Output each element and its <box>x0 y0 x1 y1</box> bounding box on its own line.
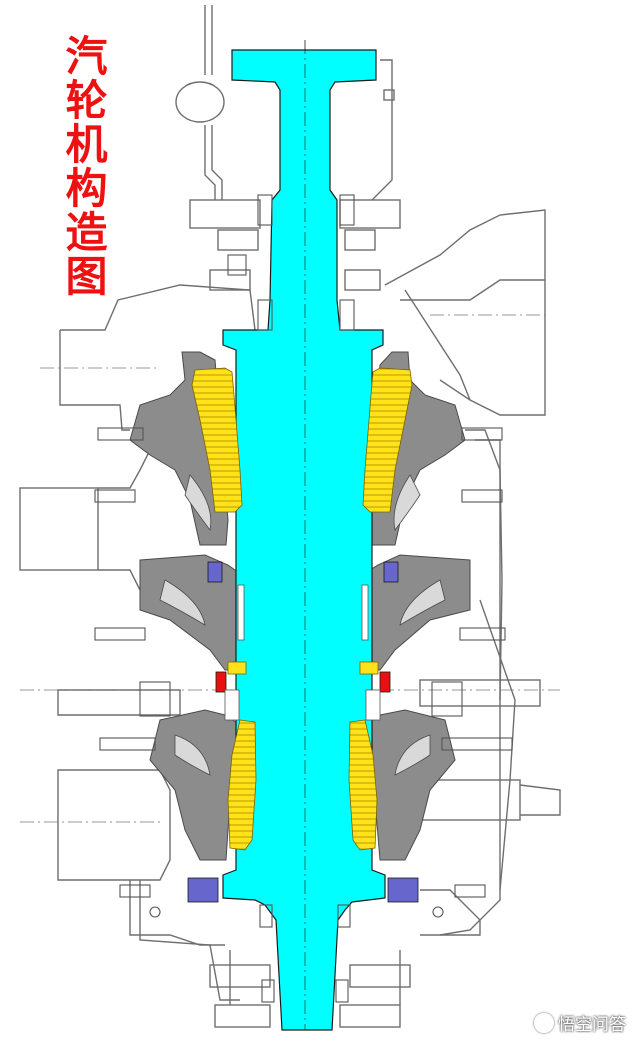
blade-rows-upper-left <box>191 367 243 513</box>
seal-rings <box>187 561 419 903</box>
turbine-shaft <box>222 49 386 1031</box>
watermark-logo-icon <box>534 1012 554 1033</box>
blade-rows-upper-right <box>362 367 413 513</box>
blade-rows-lower-left <box>227 719 257 851</box>
diagram-title: 汽轮机构造图 <box>59 34 108 298</box>
nozzle-blocks <box>227 661 379 675</box>
flange-bolts <box>94 194 513 1003</box>
watermark: 悟空问答 <box>534 1010 626 1035</box>
blade-rows-lower-right <box>348 719 378 851</box>
shaft-step-details <box>224 584 381 721</box>
casing-openings <box>159 474 446 776</box>
watermark-text: 悟空问答 <box>558 1015 626 1035</box>
